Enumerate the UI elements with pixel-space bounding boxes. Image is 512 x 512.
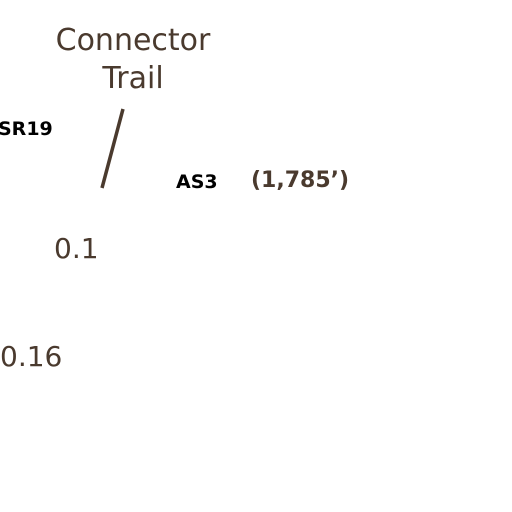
trail-name-line-2: Trail <box>102 61 164 96</box>
route-label-sr19: SR19 <box>0 118 53 140</box>
elevation-label: (1,785’) <box>251 168 350 193</box>
distance-label: 0.1 <box>54 232 99 265</box>
distance-label: 0.16 <box>0 340 63 373</box>
trail-name-line-1: Connector <box>55 23 211 58</box>
route-label-as3: AS3 <box>176 171 218 193</box>
trail-name-label: Connector Trail <box>40 22 226 98</box>
connector-trail-path <box>100 108 125 189</box>
